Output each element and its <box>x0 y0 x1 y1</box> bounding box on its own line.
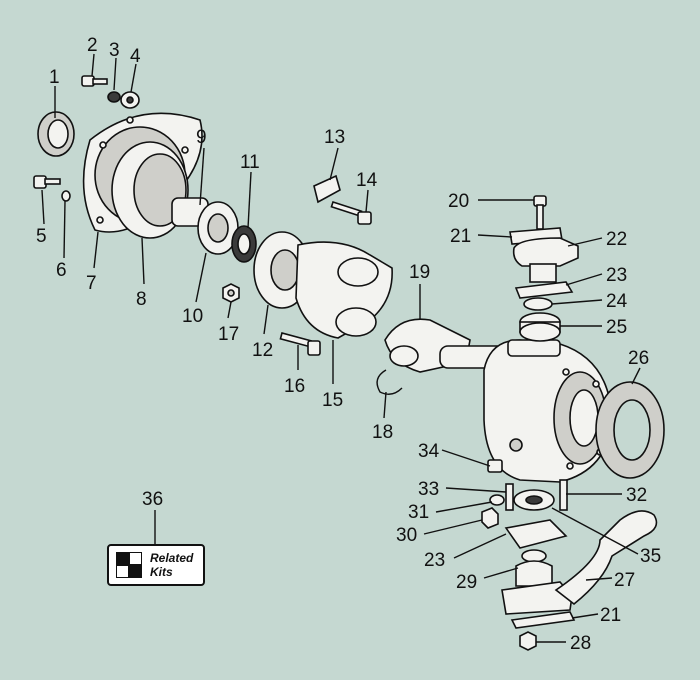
callout-6: 6 <box>56 260 67 281</box>
part-6-washer <box>61 190 71 202</box>
part-23-shim-upper <box>514 281 574 299</box>
part-4-washer <box>120 91 140 109</box>
callout-5: 5 <box>36 226 47 247</box>
part-34-nipple <box>487 459 503 473</box>
callout-36: 36 <box>142 489 163 510</box>
callout-25: 25 <box>606 317 627 338</box>
callout-23-upper: 23 <box>606 265 627 286</box>
callout-11: 11 <box>240 152 260 173</box>
callout-24: 24 <box>606 291 628 312</box>
callout-3: 3 <box>109 40 120 61</box>
part-20-bolt <box>533 195 547 230</box>
callout-9: 9 <box>196 127 207 148</box>
part-26-gasket <box>595 381 665 479</box>
part-27-steering-arm <box>554 510 658 606</box>
callout-19: 19 <box>409 262 430 283</box>
part-24-washer <box>523 297 553 311</box>
part-2-bolt <box>81 75 108 87</box>
callout-29: 29 <box>456 572 477 593</box>
callout-15: 15 <box>322 390 343 411</box>
part-16-bolt <box>279 332 321 356</box>
callout-30: 30 <box>396 525 417 546</box>
callout-numbers: 1 2 3 4 5 6 7 8 9 10 11 12 13 14 15 16 1… <box>36 35 661 654</box>
callout-7: 7 <box>86 273 97 294</box>
callout-28: 28 <box>570 633 591 654</box>
part-23-shim-lower <box>504 519 568 549</box>
part-14-bolt <box>330 200 372 225</box>
related-kits-label: Related Kits <box>150 551 193 579</box>
callout-33: 33 <box>418 479 439 500</box>
part-3-spring-washer <box>107 91 121 103</box>
leader-lines <box>41 53 641 643</box>
part-13-tab <box>313 174 341 204</box>
callout-34: 34 <box>418 441 440 462</box>
part-knuckle-housing <box>483 339 613 483</box>
callout-35: 35 <box>640 546 661 567</box>
part-18-circlip <box>376 369 403 395</box>
part-5-bolt <box>33 175 61 189</box>
callout-1: 1 <box>49 67 60 88</box>
part-15-yoke <box>295 241 393 339</box>
callout-12: 12 <box>252 340 273 361</box>
callout-26: 26 <box>628 348 649 369</box>
part-31-washer <box>489 494 505 506</box>
part-33-stud <box>505 483 514 511</box>
callout-27: 27 <box>614 570 635 591</box>
callout-4: 4 <box>130 46 141 67</box>
part-29-lower-block <box>501 549 573 615</box>
parts-drawing <box>33 75 665 651</box>
callout-10: 10 <box>182 306 203 327</box>
part-19-universal-joint <box>384 318 511 373</box>
callout-32: 32 <box>626 485 647 506</box>
part-22-block <box>512 237 579 283</box>
part-32-stud <box>559 479 568 511</box>
callout-23-lower: 23 <box>424 550 445 571</box>
part-30-nut <box>481 507 499 529</box>
part-17-nut <box>222 283 240 303</box>
part-35-bearing <box>513 489 555 511</box>
related-kits-line1: Related <box>150 551 194 565</box>
callout-21-upper: 21 <box>450 226 471 247</box>
callout-16: 16 <box>284 376 305 397</box>
part-21-plate-lower <box>510 611 576 629</box>
callout-22: 22 <box>606 229 627 250</box>
callout-31: 31 <box>408 502 429 523</box>
callout-8: 8 <box>136 289 147 310</box>
part-25-bearing <box>519 312 561 342</box>
callout-21-lower: 21 <box>600 605 621 626</box>
related-kits-button[interactable]: Related Kits <box>107 544 205 586</box>
part-1-oil-seal <box>37 111 75 157</box>
callout-2: 2 <box>87 35 98 56</box>
callout-13: 13 <box>324 127 345 148</box>
part-10-bearing <box>197 201 239 255</box>
part-28-nut <box>519 631 537 651</box>
checker-icon <box>116 552 142 578</box>
callout-17: 17 <box>218 324 239 345</box>
callout-14: 14 <box>356 170 378 191</box>
part-11-ring <box>231 225 257 263</box>
callout-18: 18 <box>372 422 393 443</box>
related-kits-line2: Kits <box>150 565 173 579</box>
callout-20: 20 <box>448 191 469 212</box>
